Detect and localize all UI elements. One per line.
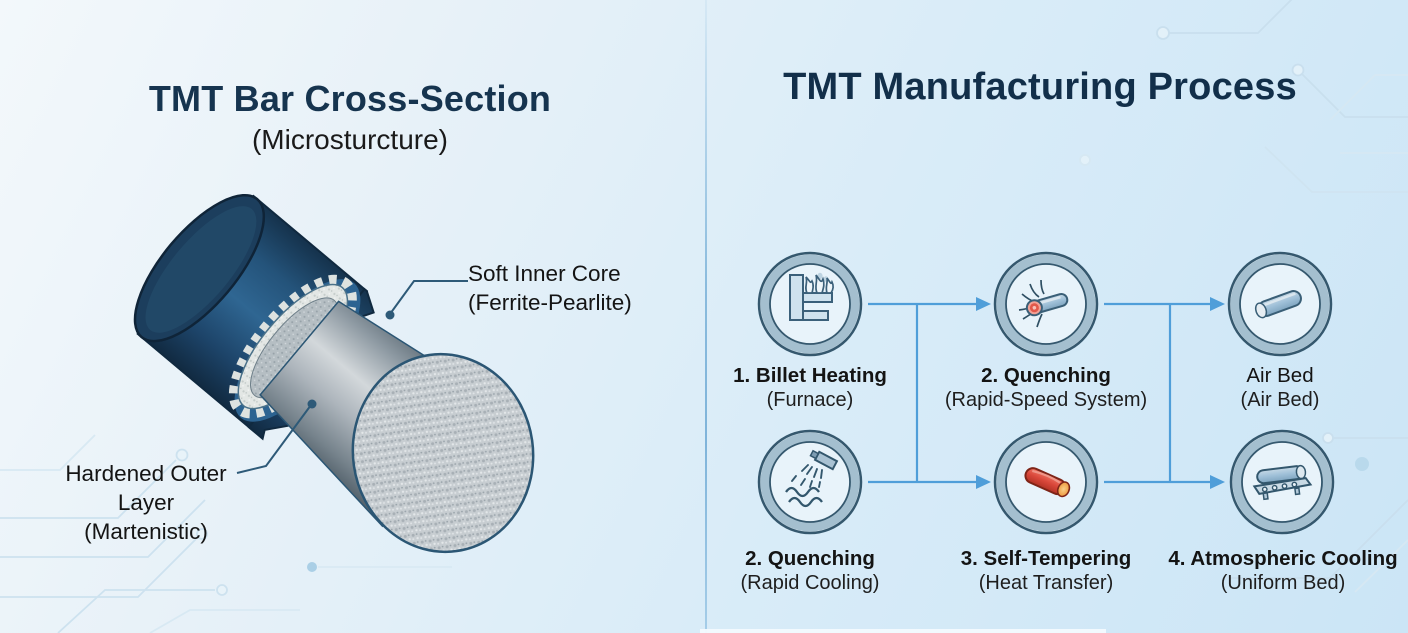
step-title: 4. Atmospheric Cooling: [1168, 547, 1398, 570]
step-detail: (Heat Transfer): [978, 572, 1114, 594]
step-circle: [993, 429, 1099, 535]
callout-soft-inner-core: Soft Inner Core (Ferrite-Pearlite): [468, 259, 648, 317]
callout-title: Hardened Outer Layer: [65, 461, 227, 515]
step-title: 3. Self-Tempering: [960, 547, 1132, 570]
furnace-icon: [789, 272, 834, 321]
step-label-atmospheric-cooling: 4. Atmospheric Cooling (Uniform Bed): [1158, 546, 1408, 596]
step-quenching-cooling: [754, 426, 866, 538]
step-label-quenching-cooling: 2. Quenching (Rapid Cooling): [685, 546, 935, 596]
water-spray-icon: [785, 449, 839, 508]
right-panel-title: TMT Manufacturing Process: [783, 66, 1297, 108]
step-title: 2. Quenching: [745, 547, 875, 570]
step-circle: [757, 251, 863, 357]
step-circle: [1227, 251, 1333, 357]
step-quenching-system: [990, 248, 1102, 360]
callout-hardened-outer-layer: Hardened Outer Layer (Martenistic): [40, 459, 252, 546]
left-panel-subtitle: (Microsturcture): [251, 124, 448, 155]
step-detail: (Rapid Cooling): [740, 572, 880, 594]
step-title: 1. Billet Heating: [733, 364, 887, 387]
circuit-traces-bottom-left: [0, 434, 452, 633]
core-face: [351, 352, 535, 554]
step-label-self-tempering: 3. Self-Tempering (Heat Transfer): [921, 546, 1171, 596]
step-self-tempering: [990, 426, 1102, 538]
step-label-quenching-system: 2. Quenching (Rapid-Speed System): [921, 363, 1171, 413]
step-billet-heating: [754, 248, 866, 360]
step-atmospheric-cooling: [1226, 426, 1338, 538]
callout-title: Soft Inner Core: [468, 261, 621, 286]
step-air-bed: [1224, 248, 1336, 360]
step-title: Air Bed: [1246, 364, 1314, 387]
callout-detail: (Ferrite-Pearlite): [468, 290, 632, 315]
circuit-traces-bottom-right: [1230, 432, 1408, 593]
cooling-bed-icon: [1252, 464, 1313, 501]
step-detail: (Rapid-Speed System): [944, 389, 1148, 411]
leader-dot-outer-layer: [307, 399, 317, 409]
callout-detail: (Martenistic): [84, 519, 208, 544]
step-detail: (Furnace): [766, 389, 854, 411]
step-circle: [757, 429, 863, 535]
bottom-strip: [700, 629, 1106, 633]
callout-leader-lines: [236, 280, 468, 474]
arrowheads: [976, 297, 1225, 489]
step-title: 2. Quenching: [981, 364, 1111, 387]
steel-rod-icon: [1254, 290, 1302, 319]
tmt-bar-illustration: [133, 193, 535, 554]
left-panel-title: TMT Bar Cross-Section: [148, 78, 552, 119]
step-detail: (Uniform Bed): [1220, 572, 1346, 594]
circuit-traces-top-right: [1079, 0, 1408, 193]
hot-rod-icon: [1024, 467, 1071, 498]
leader-dot-inner-core: [385, 310, 395, 320]
panel-divider: [705, 0, 707, 633]
step-detail: (Air Bed): [1240, 389, 1320, 411]
step-circle: [1229, 429, 1335, 535]
step-circle: [993, 251, 1099, 357]
step-label-air-bed: Air Bed (Air Bed): [1155, 363, 1405, 413]
quenched-rod-spray-icon: [1018, 279, 1069, 328]
step-label-billet-heating: 1. Billet Heating (Furnace): [685, 363, 935, 413]
